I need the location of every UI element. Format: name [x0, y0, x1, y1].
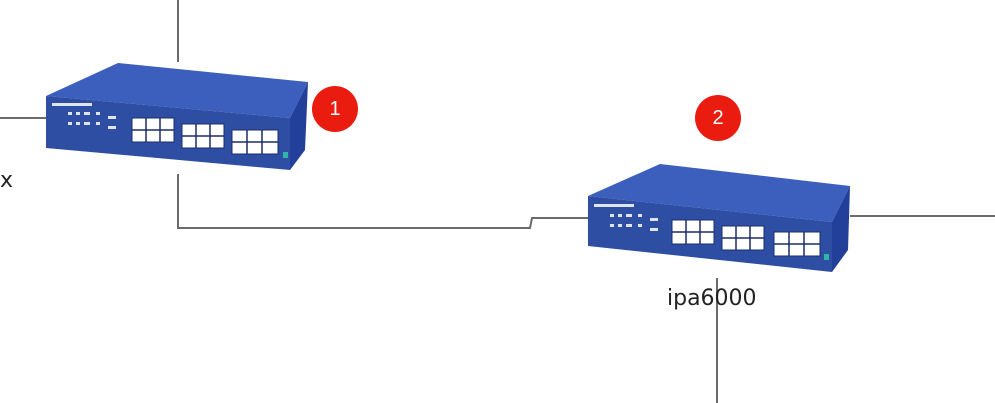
node-badge-2: 2: [695, 95, 741, 141]
switch-2-label: ipa6000: [667, 286, 757, 311]
node-badge-1: 1: [312, 86, 358, 132]
network-switch-1[interactable]: [46, 63, 308, 170]
partial-node-label: x: [0, 168, 14, 193]
link-switch-1-to-switch-2: [177, 174, 590, 229]
network-switch-2[interactable]: [588, 164, 850, 272]
